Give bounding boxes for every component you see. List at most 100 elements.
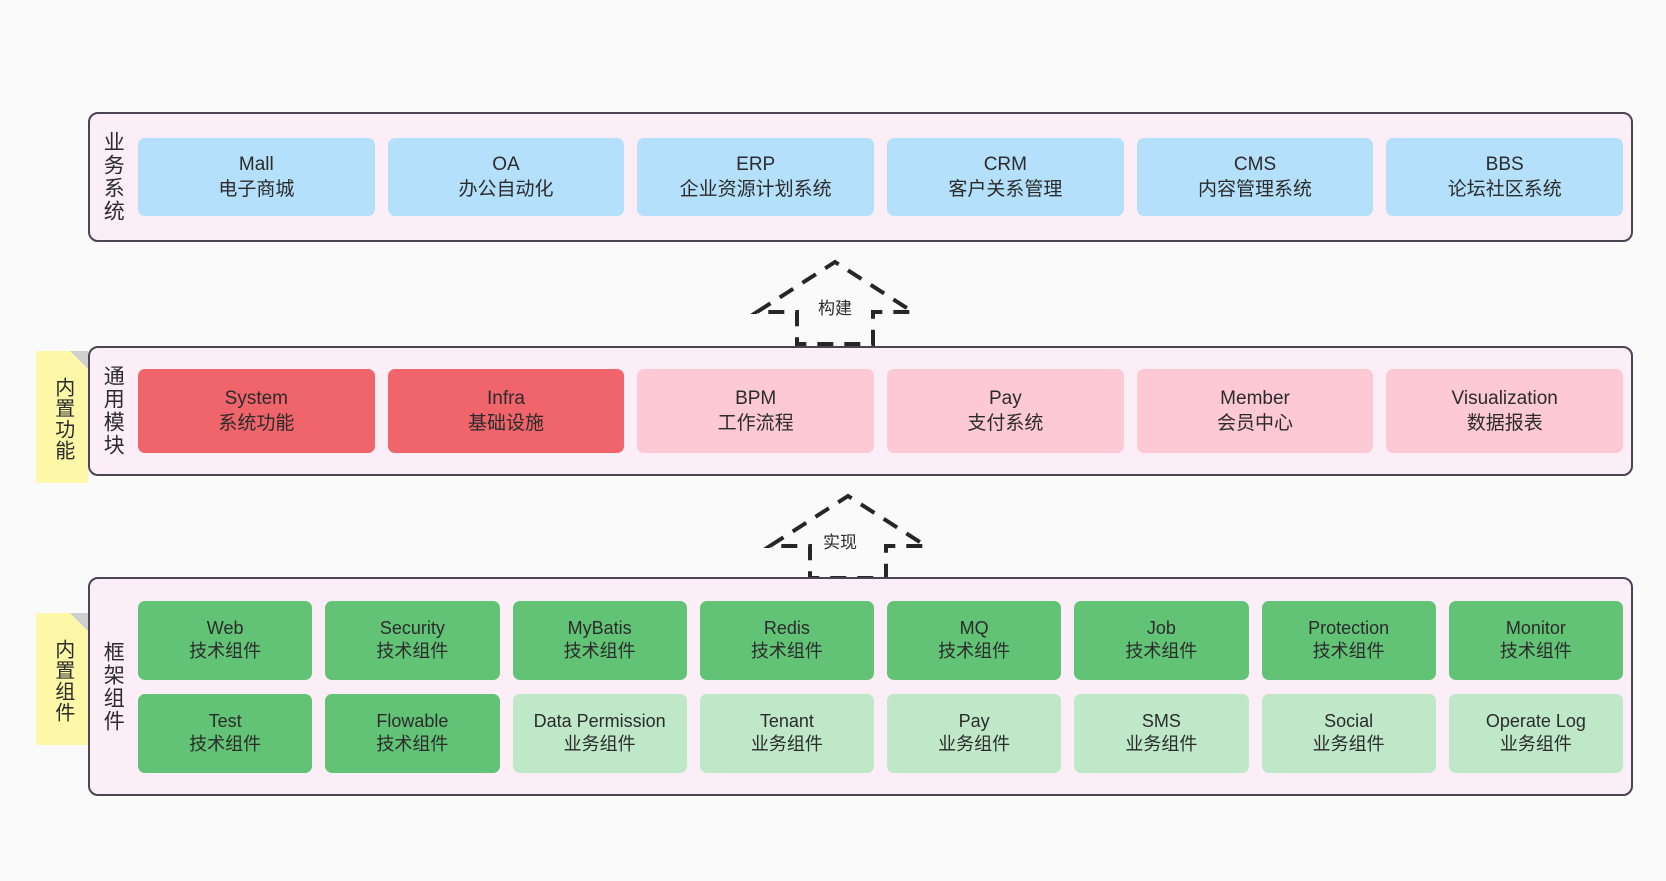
card-subtitle: 业务组件 xyxy=(750,734,823,754)
card-crm[interactable]: CRM 客户关系管理 xyxy=(887,138,1124,216)
card-title: Protection xyxy=(1308,617,1390,638)
card-subtitle: 支付系统 xyxy=(967,413,1044,434)
card-mq[interactable]: MQ 技术组件 xyxy=(887,600,1062,680)
card-subtitle: 技术组件 xyxy=(938,641,1011,661)
card-test[interactable]: Test 技术组件 xyxy=(138,693,313,773)
card-subtitle: 企业资源计划系统 xyxy=(679,179,832,200)
card-subtitle: 技术组件 xyxy=(1125,641,1198,661)
card-infra[interactable]: Infra 基础设施 xyxy=(387,369,625,453)
card-mybatis[interactable]: MyBatis 技术组件 xyxy=(512,600,687,680)
card-subtitle: 业务组件 xyxy=(563,734,636,754)
layer-title-common: 通用模块 xyxy=(101,365,125,457)
card-title: Tenant xyxy=(759,710,814,731)
card-title: Member xyxy=(1220,387,1290,409)
sticky-note-builtin-features: 内置功能 xyxy=(36,351,88,483)
card-subtitle: 技术组件 xyxy=(1499,641,1572,661)
card-pay[interactable]: Pay 支付系统 xyxy=(887,369,1124,453)
layer-row: Web 技术组件 Security 技术组件 MyBatis 技术组件 Redi… xyxy=(138,600,1623,680)
card-title: MyBatis xyxy=(567,617,632,638)
card-subtitle: 论坛社区系统 xyxy=(1447,179,1562,200)
card-title: ERP xyxy=(736,153,776,175)
card-bbs[interactable]: BBS 论坛社区系统 xyxy=(1386,138,1624,216)
card-subtitle: 技术组件 xyxy=(376,641,449,661)
card-social[interactable]: Social 业务组件 xyxy=(1261,693,1436,773)
card-subtitle: 办公自动化 xyxy=(458,179,554,200)
card-subtitle: 业务组件 xyxy=(1312,734,1385,754)
card-security[interactable]: Security 技术组件 xyxy=(325,600,500,680)
card-sms[interactable]: SMS 业务组件 xyxy=(1074,693,1249,773)
sticky-note-builtin-components: 内置组件 xyxy=(36,613,88,745)
card-title: Pay xyxy=(988,387,1022,409)
card-subtitle: 工作流程 xyxy=(717,413,794,434)
arrow-build-label: 构建 xyxy=(818,299,852,318)
layer-title-business: 业务系统 xyxy=(101,131,125,223)
card-subtitle: 数据报表 xyxy=(1466,413,1543,434)
card-system[interactable]: System 系统功能 xyxy=(138,369,375,453)
card-subtitle: 会员中心 xyxy=(1217,413,1294,434)
card-subtitle: 业务组件 xyxy=(1125,734,1198,754)
card-subtitle: 技术组件 xyxy=(1312,641,1385,661)
card-title: Operate Log xyxy=(1485,710,1586,731)
card-job[interactable]: Job 技术组件 xyxy=(1074,600,1249,680)
card-bpm[interactable]: BPM 工作流程 xyxy=(637,369,875,453)
layer-row: Mall 电子商城 OA 办公自动化 ERP 企业资源计划系统 CRM 客户关系… xyxy=(138,138,1624,216)
page-fold-icon xyxy=(70,613,88,631)
card-protection[interactable]: Protection 技术组件 xyxy=(1261,600,1436,680)
card-flowable[interactable]: Flowable 技术组件 xyxy=(325,693,500,773)
arrow-build: 构建 xyxy=(750,258,920,346)
card-monitor[interactable]: Monitor 技术组件 xyxy=(1448,600,1623,680)
card-subtitle: 基础设施 xyxy=(468,413,545,434)
card-pay-biz[interactable]: Pay 业务组件 xyxy=(887,693,1062,773)
card-oa[interactable]: OA 办公自动化 xyxy=(387,138,625,216)
card-redis[interactable]: Redis 技术组件 xyxy=(699,600,874,680)
sticky-note-label: 内置组件 xyxy=(51,639,74,723)
card-subtitle: 技术组件 xyxy=(563,641,636,661)
card-erp[interactable]: ERP 企业资源计划系统 xyxy=(637,138,875,216)
card-subtitle: 技术组件 xyxy=(189,734,262,754)
card-subtitle: 业务组件 xyxy=(938,734,1011,754)
card-title: BBS xyxy=(1485,153,1524,175)
layer-row: System 系统功能 Infra 基础设施 BPM 工作流程 Pay 支付系统… xyxy=(138,369,1624,453)
card-title: MQ xyxy=(959,617,989,638)
card-title: Security xyxy=(379,617,445,638)
arrow-implement: 实现 xyxy=(763,492,933,580)
card-subtitle: 客户关系管理 xyxy=(948,179,1063,200)
card-title: BPM xyxy=(735,387,777,409)
card-title: Data Permission xyxy=(533,710,666,731)
card-title: Flowable xyxy=(376,710,449,731)
card-subtitle: 业务组件 xyxy=(1499,734,1572,754)
card-title: Monitor xyxy=(1505,617,1566,638)
card-title: SMS xyxy=(1141,710,1181,731)
card-operate-log[interactable]: Operate Log 业务组件 xyxy=(1448,693,1623,773)
arrow-implement-label: 实现 xyxy=(823,533,857,552)
card-title: CMS xyxy=(1233,153,1277,175)
card-subtitle: 技术组件 xyxy=(189,641,262,661)
card-title: Mall xyxy=(238,153,274,175)
card-title: Social xyxy=(1324,710,1374,731)
card-mall[interactable]: Mall 电子商城 xyxy=(138,138,375,216)
card-title: Pay xyxy=(958,710,990,731)
card-title: System xyxy=(224,387,289,409)
layer-body-business: Mall 电子商城 OA 办公自动化 ERP 企业资源计划系统 CRM 客户关系… xyxy=(134,114,1631,240)
card-title: Test xyxy=(208,710,242,731)
card-tenant[interactable]: Tenant 业务组件 xyxy=(699,693,874,773)
card-data-permission[interactable]: Data Permission 业务组件 xyxy=(512,693,687,773)
card-subtitle: 技术组件 xyxy=(750,641,823,661)
sticky-note-label: 内置功能 xyxy=(51,377,74,461)
card-title: Job xyxy=(1146,617,1176,638)
card-subtitle: 电子商城 xyxy=(218,179,295,200)
layer-business-systems: 业务系统 Mall 电子商城 OA 办公自动化 ERP 企业资源计划系统 CRM… xyxy=(88,112,1633,242)
layer-title-framework: 框架组件 xyxy=(101,640,125,733)
card-title: OA xyxy=(492,153,520,175)
card-title: Web xyxy=(206,617,244,638)
layer-common-modules: 通用模块 System 系统功能 Infra 基础设施 BPM 工作流程 Pay… xyxy=(88,346,1633,476)
card-web[interactable]: Web 技术组件 xyxy=(138,600,313,680)
card-subtitle: 技术组件 xyxy=(376,734,449,754)
layer-row: Test 技术组件 Flowable 技术组件 Data Permission … xyxy=(138,693,1623,773)
card-cms[interactable]: CMS 内容管理系统 xyxy=(1136,138,1374,216)
layer-framework-components: 框架组件 Web 技术组件 Security 技术组件 MyBatis 技术组件… xyxy=(88,577,1633,796)
card-title: Redis xyxy=(763,617,810,638)
card-visualization[interactable]: Visualization 数据报表 xyxy=(1386,369,1624,453)
card-member[interactable]: Member 会员中心 xyxy=(1136,369,1374,453)
